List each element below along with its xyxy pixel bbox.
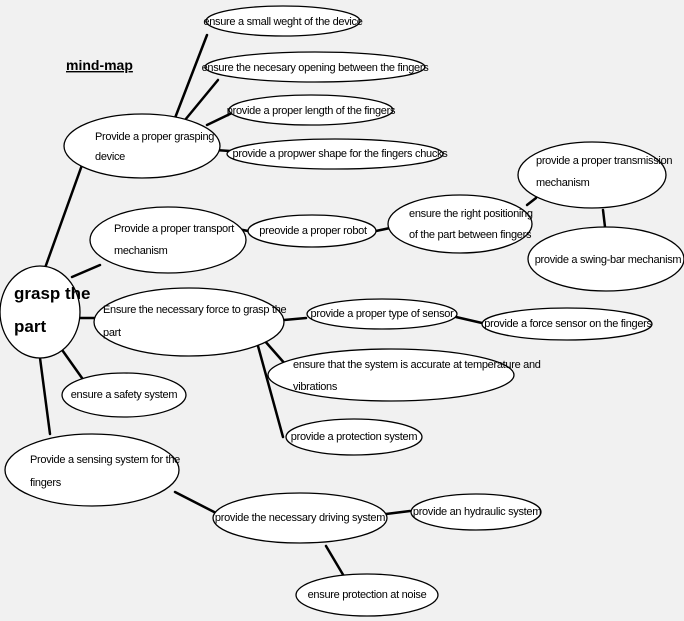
label-line: mechanism [114,245,168,257]
edge-grasping-length [205,111,234,127]
node-sensing-system: Provide a sensing system for the fingers [4,433,180,507]
label-line: provide an hydraulic system [413,506,541,518]
edge-grasping-weight [173,33,209,120]
label-line: preovide a proper robot [259,225,367,237]
label-line: provide the necessary driving system [215,512,385,524]
node-root-grasp-the-part: grasp the part [0,265,91,359]
node-proper-grasping-label: Provide a proper grasping device [95,131,214,163]
label-line: mechanism [536,177,590,189]
edge-root-grasping-device [43,163,84,270]
node-necessary-force-label: Ensure the necessary force to grasp the p… [103,304,287,339]
node-driving-system-label: provide the necessary driving system [215,512,385,524]
node-protection-noise-label: ensure protection at noise [308,589,427,601]
edge-driving-hydraulic [384,509,412,516]
node-type-of-sensor: provide a proper type of sensor [306,298,458,330]
label-line: of the part between fingers [409,229,532,241]
node-sensing-system-label: Provide a sensing system for the fingers [30,454,180,489]
edge-robot-positioning [374,226,392,233]
node-proper-length-label: provide a proper length of the fingers [227,105,396,117]
label-line: ensure the necesary opening between the … [202,62,430,74]
node-safety-system-label: ensure a safety system [71,389,178,401]
node-proper-shape-label: provide a propwer shape for the fingers … [233,148,449,160]
label-line: Ensure the necessary force to grasp the [103,304,287,316]
node-proper-robot-label: preovide a proper robot [259,225,367,237]
connectors [38,33,607,580]
node-protection-noise: ensure protection at noise [295,573,439,617]
edge-driving-noise [324,544,347,580]
node-protection-system: provide a protection system [285,418,423,456]
node-swing-bar: provide a swing-bar mechanism [527,226,684,292]
node-right-positioning-label: ensure the right positioning of the part … [409,208,533,241]
edge-root-transport [70,263,102,279]
node-swing-bar-label: provide a swing-bar mechanism [535,254,682,266]
node-proper-transport: Provide a proper transport mechanism [89,206,247,274]
node-accurate-system: ensure that the system is accurate at te… [267,348,541,402]
node-small-weight-label: ensure a small weght of the device [203,16,362,28]
edge-force-accurate [262,338,288,367]
label-line: ensure a safety system [71,389,178,401]
root-label: grasp the part [14,284,91,336]
node-hydraulic-system: provide an hydraulic system [410,493,542,531]
edge-force-protection [256,344,285,439]
edge-transmission-swingbar [601,208,607,229]
label-line: provide a protection system [291,431,418,443]
label-line: ensure protection at noise [308,589,427,601]
node-necessary-force: Ensure the necessary force to grasp the p… [93,287,287,357]
node-proper-transport-label: Provide a proper transport mechanism [114,223,234,257]
label-line: ensure a small weght of the device [203,16,362,28]
label-line: fingers [30,477,62,489]
edge-root-sensing [38,356,52,436]
diagram-title: mind-map [66,57,133,73]
node-small-weight: ensure a small weght of the device [203,5,363,37]
node-proper-robot: preovide a proper robot [247,214,377,248]
label-line: ensure the right positioning [409,208,533,220]
node-force-sensor: provide a force sensor on the fingers [481,307,653,341]
label-line: grasp the [14,284,91,303]
node-hydraulic-system-label: provide an hydraulic system [413,506,541,518]
label-line: provide a swing-bar mechanism [535,254,682,266]
node-proper-grasping: Provide a proper grasping device [63,113,221,179]
label-line: Provide a proper transport [114,223,234,235]
node-protection-system-label: provide a protection system [291,431,418,443]
label-line: Provide a proper grasping [95,131,214,143]
node-right-positioning: ensure the right positioning of the part … [387,194,533,254]
label-line: device [95,151,125,163]
edge-positioning-transmission [525,196,538,207]
label-line: Provide a sensing system for the [30,454,180,466]
node-driving-system: provide the necessary driving system [212,492,388,544]
label-line: part [14,317,46,336]
label-line: provide a propwer shape for the fingers … [233,148,449,160]
node-proper-transmission-label: provide a proper transmission mechanism [536,155,672,189]
node-accurate-system-label: ensure that the system is accurate at te… [293,359,541,393]
node-proper-transmission: provide a proper transmission mechanism [517,141,673,209]
label-line: provide a proper length of the fingers [227,105,396,117]
node-necessary-opening-label: ensure the necesary opening between the … [202,62,430,74]
node-safety-system: ensure a safety system [61,372,187,418]
node-proper-length: provide a proper length of the fingers [227,94,396,126]
edge-sensing-driving [173,490,220,516]
label-line: provide a proper transmission [536,155,672,167]
node-type-of-sensor-label: provide a proper type of sensor [311,308,455,320]
label-line: part [103,327,121,339]
edge-sensor-type-force-sensor [454,315,484,325]
edge-force-sensor-type [282,316,308,322]
label-line: provide a proper type of sensor [311,308,455,320]
node-necessary-opening: ensure the necesary opening between the … [202,51,430,83]
node-proper-shape: provide a propwer shape for the fingers … [226,138,449,170]
label-line: ensure that the system is accurate at te… [293,359,541,371]
label-line: vibrations [293,381,338,393]
edge-root-safety [58,345,84,380]
edge-grasping-opening [183,78,220,122]
node-force-sensor-label: provide a force sensor on the fingers [484,318,652,330]
label-line: provide a force sensor on the fingers [484,318,652,330]
